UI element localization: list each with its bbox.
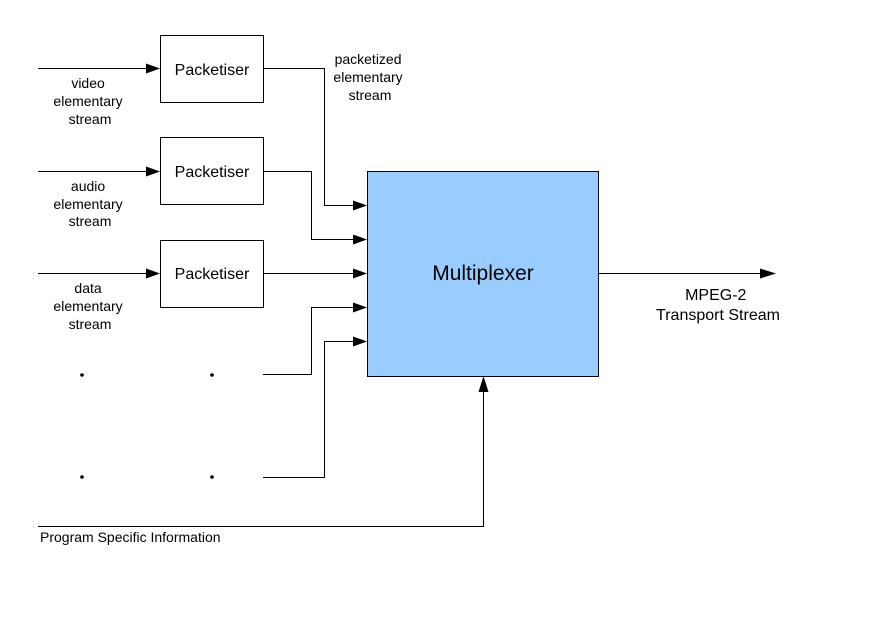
packetiser-data-box (160, 240, 264, 308)
pes-wire-extra-2 (263, 336, 367, 478)
packetiser-video: Packetiser (160, 35, 264, 103)
multiplexer-label: Multiplexer (432, 262, 534, 285)
multiplexer-box (367, 171, 599, 377)
video-input-label: video elementary stream (53, 75, 126, 127)
packetiser-video-box (160, 35, 264, 103)
audio-input-label: audio elementary stream (53, 178, 126, 229)
pes-label: packetized elementary stream (333, 51, 406, 103)
pes-wire-extra-1 (263, 302, 367, 375)
multiplexer: Multiplexer (367, 171, 599, 377)
psi-label: Program Specific Information (40, 529, 221, 545)
data-input-label: data elementary stream (53, 280, 126, 332)
ellipsis-dot (210, 475, 214, 479)
packetiser-data: Packetiser (160, 240, 264, 308)
pes-wire-audio (263, 171, 367, 245)
output-arrow (598, 268, 776, 279)
input-arrow-video (38, 63, 160, 74)
ellipsis-dot (80, 373, 84, 377)
packetiser-video-label: Packetiser (175, 62, 250, 79)
input-arrow-data (38, 268, 160, 279)
packetiser-audio-box (160, 137, 264, 205)
ellipsis-dot (80, 475, 84, 479)
psi-arrow (38, 376, 489, 527)
packetiser-data-label: Packetiser (175, 266, 250, 283)
output-label: MPEG-2 Transport Stream (656, 287, 780, 324)
pes-wire-data (263, 268, 367, 279)
pes-wire-video (263, 68, 367, 211)
ellipsis-dot (210, 373, 214, 377)
packetiser-audio-label: Packetiser (175, 164, 250, 181)
input-arrow-audio (38, 166, 160, 177)
packetiser-audio: Packetiser (160, 137, 264, 205)
